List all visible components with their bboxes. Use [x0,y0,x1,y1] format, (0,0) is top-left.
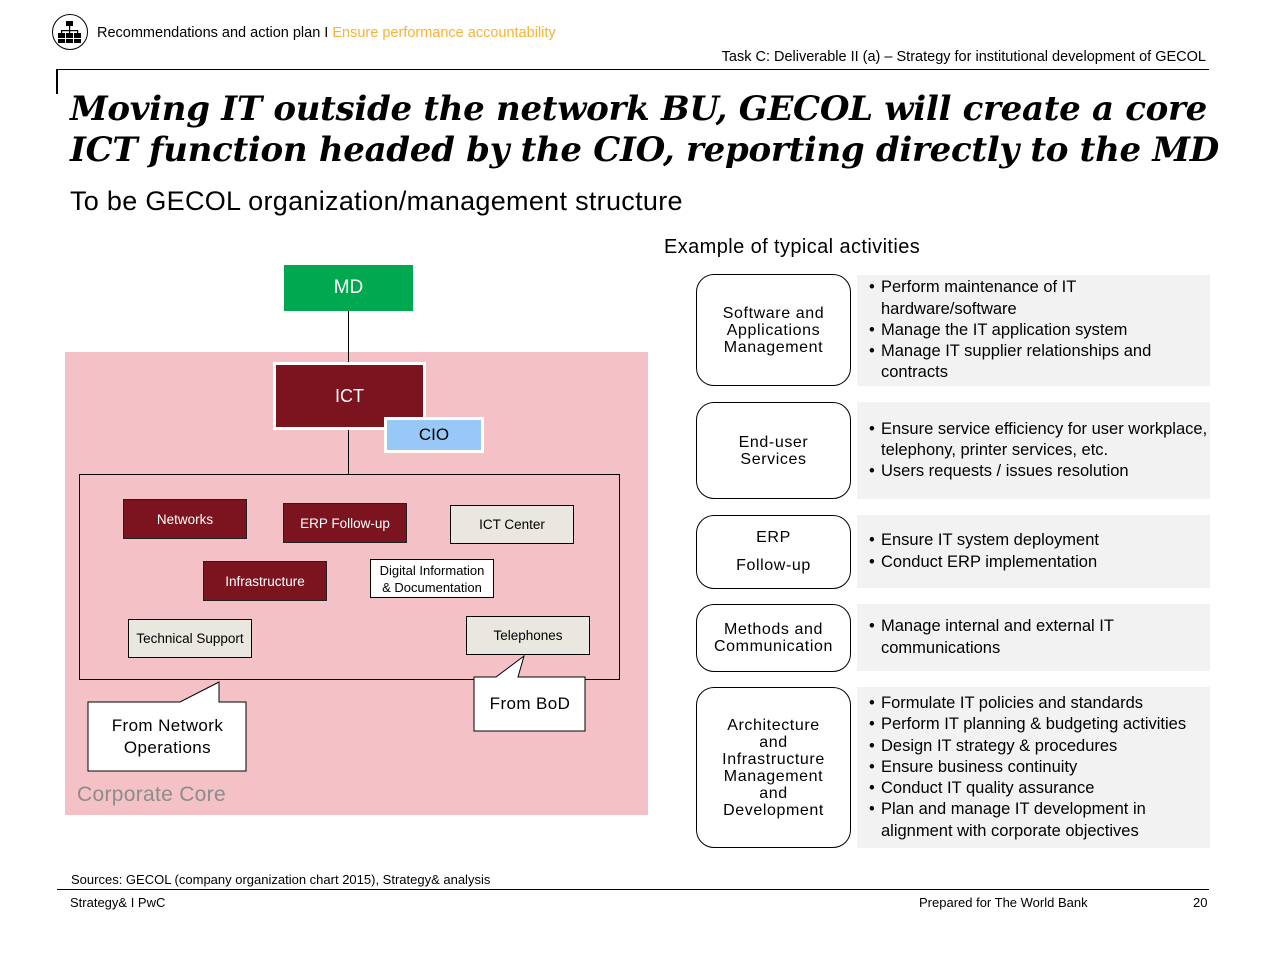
unit-erp-follow-up: ERP Follow-up [283,503,407,543]
activity-panel-1: Ensure service efficiency for user workp… [857,402,1210,499]
activity-panel-2: Ensure IT system deploymentConduct ERP i… [857,515,1210,588]
ict-units-container [79,474,620,680]
breadcrumb-main: Recommendations and action plan [97,25,321,41]
callout-bod-text: From BoD [489,694,571,713]
activity-item: Perform maintenance of IT hardware/softw… [869,277,1210,320]
activity-label-line: and [759,784,788,802]
cio-box: CIO [384,417,484,453]
activities-heading: Example of typical activities [664,236,921,258]
callout-network-text: From Network Operations [89,704,246,770]
activity-label-line: Software and [722,304,825,322]
activity-label-line: End-user [738,433,809,451]
activity-label-line: Management [723,767,824,785]
activity-list: Ensure service efficiency for user workp… [869,419,1210,483]
activity-list: Formulate IT policies and standardsPerfo… [869,693,1210,842]
activity-label-line: Methods and [723,621,824,638]
task-label: Task C: Deliverable II (a) – Strategy fo… [721,49,1206,65]
activity-item: Conduct IT quality assurance [869,778,1210,800]
activity-label-line: ERP [756,529,791,546]
activity-item: Ensure service efficiency for user workp… [869,419,1210,462]
footer-left: Strategy& I PwC [70,895,166,910]
page-subtitle: To be GECOL organization/management stru… [70,186,683,216]
activity-panel-4: Formulate IT policies and standardsPerfo… [857,687,1210,848]
unit-technical-support: Technical Support [128,619,252,658]
activity-label-line: Follow-up [736,557,811,574]
activity-label-line: Management [723,338,824,356]
activity-label-line: and [759,733,788,751]
unit-infrastructure: Infrastructure [203,561,327,601]
activity-item: Ensure IT system deployment [869,530,1099,552]
activity-label-line: Architecture [727,716,820,734]
activity-item: Perform IT planning & budgeting activiti… [869,714,1210,736]
org-chart-icon [52,14,88,50]
footer-divider [57,889,1209,890]
page-number: 20 [1193,895,1208,910]
activity-item: Users requests / issues resolution [869,461,1210,483]
activity-label-line: Development [723,801,824,819]
unit-telephones: Telephones [466,616,590,655]
activity-list: Ensure IT system deploymentConduct ERP i… [869,530,1099,573]
activity-label-line: Applications [726,321,821,339]
header-divider [57,69,1209,70]
activity-item: Manage internal and external IT communic… [869,616,1210,659]
sources-note: Sources: GECOL (company organization cha… [71,872,491,887]
header-marker [56,69,58,94]
activity-list: Perform maintenance of IT hardware/softw… [869,277,1210,383]
callout-network-shape [87,681,247,772]
activity-item: Manage the IT application system [869,320,1210,342]
activity-item: Ensure business continuity [869,757,1210,779]
activity-label-2: ERP Follow-up [696,515,851,589]
breadcrumb-accent: Ensure performance accountability [332,25,556,41]
breadcrumb-separator: I [320,25,333,41]
activity-item: Design IT strategy & procedures [869,736,1210,758]
activity-item: Manage IT supplier relationships and con… [869,341,1210,384]
breadcrumb: Recommendations and action plan I Ensure… [97,25,556,41]
unit-digital-information: Digital Information & Documentation [370,559,494,598]
md-ict-connector [348,311,349,364]
digital-line-2: & Documentation [382,579,482,595]
corporate-core-label: Corporate Core [77,783,226,806]
callout-network-line-2: Operations [123,738,212,757]
page-title: Moving IT outside the network BU, GECOL … [70,89,1219,170]
activity-item: Plan and manage IT development in alignm… [869,799,1210,842]
callout-network-line-1: From Network [111,716,224,735]
activity-panel-0: Perform maintenance of IT hardware/softw… [857,275,1210,386]
activity-label-line: Communication [714,638,833,655]
md-box: MD [284,265,413,311]
activity-item: Formulate IT policies and standards [869,693,1210,715]
footer-middle: Prepared for The World Bank [919,895,1088,910]
ict-units-connector [348,430,349,474]
callout-bod-shape [473,654,586,732]
activity-item: Conduct ERP implementation [869,552,1099,574]
activity-panel-3: Manage internal and external IT communic… [857,604,1210,671]
activity-list: Manage internal and external IT communic… [869,616,1210,659]
activity-label-line: Services [740,450,807,468]
unit-networks: Networks [123,499,247,539]
unit-ict-center: ICT Center [450,505,574,544]
digital-line-1: Digital Information [379,562,485,578]
activity-label-line: Infrastructure [722,750,825,768]
